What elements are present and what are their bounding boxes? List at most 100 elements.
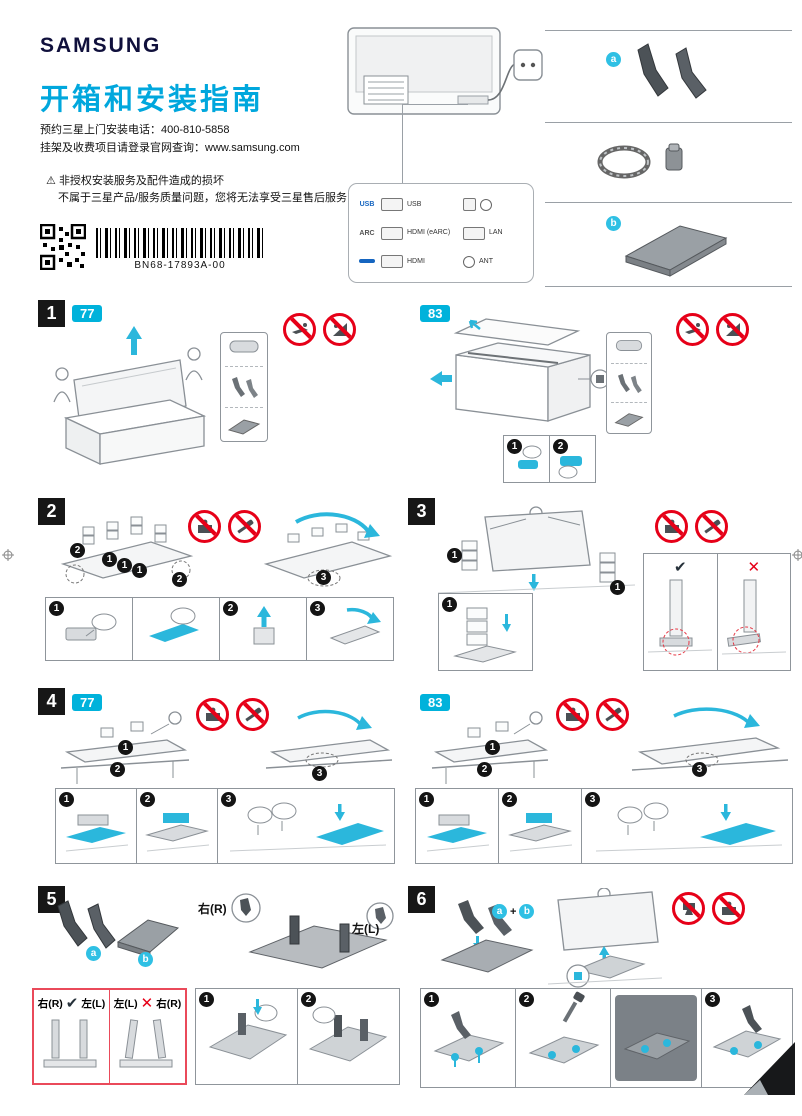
substep-3-badge: 3 [705,992,720,1007]
check-icon: ✔ [65,995,79,1012]
lan-port [463,226,485,240]
step-2-subpanels: 1 2 3 [45,597,394,661]
callout-2-badge: 2 [477,762,492,777]
callout-3-badge: 3 [316,570,331,585]
compare-correct: ✔ [644,554,718,670]
left-label: 左(L) [113,997,138,1010]
subpanel-3: 3 [581,788,793,864]
no-press-screen-icon [556,698,589,731]
accessory-divider-3 [545,202,792,203]
port-row-hdmi: HDMI ANT [357,248,525,275]
no-press-corner-icon [716,313,749,346]
lan-label: LAN [489,229,503,236]
subpanel-1: 1 [55,788,137,864]
step-2-prohibitions [188,510,261,543]
substep-1-badge: 1 [419,792,434,807]
step-5-orientation-illustration [231,893,394,969]
left-label: 左(L) [352,922,380,936]
compare-wrong: 左(L) ✕ 右(R) [110,990,185,1083]
registration-mark-left [2,549,14,561]
warning-line-2: 不属于三星产品/服务质量问题，您将无法享受三星售后服务 [58,192,348,204]
no-press-corner-icon [323,313,356,346]
warning-line-1-wrap: ⚠ 非授权安装服务及配件造成的损坏 [46,173,224,190]
step-4-77-subpanels: 1 2 3 [55,788,395,864]
no-lay-flat-icon [676,313,709,346]
no-sharp-tools-icon [596,698,629,731]
warning-line-1: 非授权安装服务及配件造成的损坏 [58,175,224,187]
right-label: 右(R) [156,997,182,1010]
subpanel-2: 2 [136,788,218,864]
step-5-subpanels: 1 2 [195,988,400,1085]
hdmi-earc-port [381,226,403,240]
unbox-77-illustration [53,326,207,466]
step-4-83-prohibitions [556,698,629,731]
combo-a-badge: a [492,904,507,919]
step-6-prohibitions [672,892,745,925]
page-corner-fold [744,1042,795,1095]
compare-correct: 右(R) ✔ 左(L) [34,990,110,1083]
step-4-77-illustration-b [265,709,393,769]
substep-2-badge: 2 [502,792,517,807]
port-row-usb: USB USB [357,191,525,218]
page-title: 开箱和安装指南 [40,84,265,116]
callout-line-vertical [402,104,403,183]
accessory-b-badge: b [606,216,621,231]
contact-line-1: 预约三星上门安装电话：400-810-5858 [40,124,230,136]
subpanel-1: 1 [195,988,298,1085]
subpanel-2: 2 [549,435,596,483]
no-lift-by-stand-icon [672,892,705,925]
step-6-tv-mount-illustration [547,888,663,988]
left-label: 左(L) [81,997,106,1010]
subpanel-1: 1 [45,597,133,661]
no-sharp-tools-icon [695,510,728,543]
combo-b-badge: b [519,904,535,919]
callout-1-badge: 1 [485,740,500,755]
plus-sign: + [510,905,517,918]
check-icon: ✔ [673,559,687,576]
no-press-screen-icon [655,510,688,543]
cross-icon: ✕ [747,559,761,576]
substep-1-badge: 1 [199,992,214,1007]
callout-1-badge: 1 [118,740,133,755]
subpanel-2: 2 [297,988,400,1085]
substep-2-badge: 2 [223,601,238,616]
step-2-rotate-illustration [263,512,393,587]
gear-icon [480,198,492,211]
thumb-base [227,419,261,435]
subpanel-2: 2 [515,988,611,1088]
subpanel-3: 3 [701,988,793,1088]
step-1-size-83-badge: 83 [420,305,451,322]
step-3-prohibitions [655,510,728,543]
step-4-size-77-badge: 77 [72,694,103,711]
accessory-a-badge: a [606,52,621,67]
unbox-83-illustration [430,318,610,422]
substep-3-badge: 3 [221,792,236,807]
accessory-stand-base [624,225,728,277]
hdmi-label: HDMI [407,257,425,265]
callout-1-badge: 1 [610,580,625,595]
callout-2-badge: 2 [172,572,187,587]
ant-label: ANT [479,257,493,265]
substep-1-badge: 1 [442,597,457,612]
step-5-a-badge: a [86,946,101,961]
step-5-b-badge: b [138,952,153,967]
step-3-main-illustration [437,506,636,594]
accessory-sidebar-83 [606,332,652,434]
subpanel-2: 2 [219,597,307,661]
qr-code [40,224,86,270]
subpanel-3: 3 [306,597,394,661]
usb-side-label: USB [359,201,375,208]
step-4-83-subpanels: 1 2 3 [415,788,793,864]
step-6-number: 6 [408,886,435,913]
accessory-cable-coil [597,143,683,179]
substep-1-badge: 1 [49,601,64,616]
step-2-number: 2 [38,498,65,525]
step-5-orientation-compare: 右(R) ✔ 左(L) 左(L) ✕ 右(R) [32,988,187,1085]
substep-3-badge: 3 [585,792,600,807]
thumb-legs [232,376,258,398]
callout-3-badge: 3 [312,766,327,781]
accessory-divider-1 [545,30,792,31]
substep-2-badge: 2 [140,792,155,807]
rear-ports-panel: USB USB ARC HDMI (eARC) LAN HDMI ANT [348,183,534,283]
no-press-screen-icon [188,510,221,543]
